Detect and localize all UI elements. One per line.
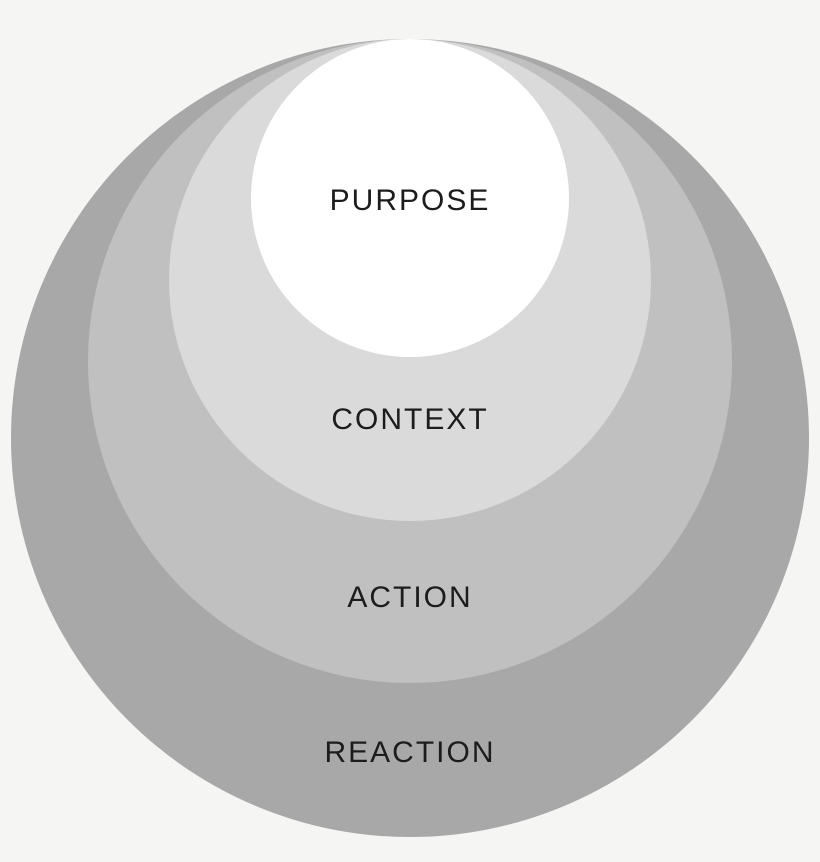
context-label: CONTEXT — [331, 403, 489, 436]
purpose-label: PURPOSE — [329, 184, 491, 217]
purpose-circle — [251, 39, 569, 357]
action-label: ACTION — [347, 581, 473, 614]
reaction-label: REACTION — [324, 736, 496, 769]
